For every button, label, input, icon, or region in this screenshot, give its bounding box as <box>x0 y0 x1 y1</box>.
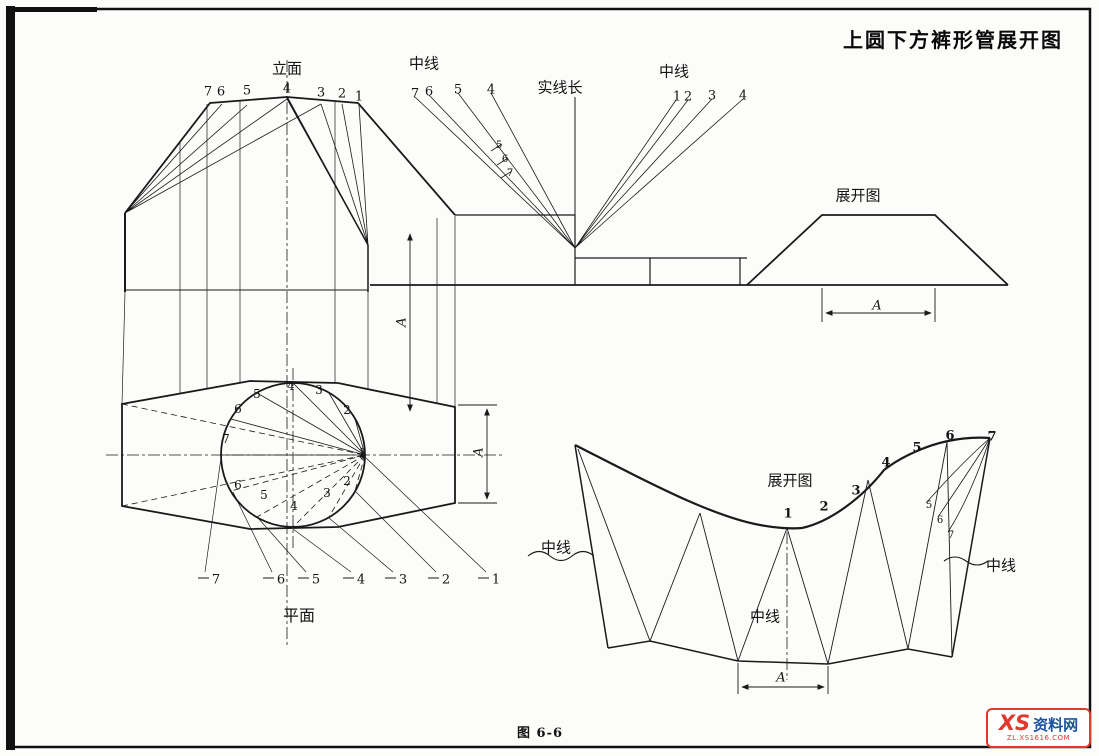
num-leader-3: 3 <box>398 572 408 588</box>
num-plan-7: 7 <box>222 432 230 446</box>
num-plan-top-4: 4 <box>287 379 295 393</box>
num-plan-top-5: 5 <box>253 387 261 401</box>
num-dev-2: 2 <box>819 499 829 515</box>
label-elevation: 立面 <box>271 59 303 78</box>
num-plan-bot-5: 5 <box>260 488 268 502</box>
num-plan-bot-3: 3 <box>323 486 331 500</box>
dim-a-elevation: A <box>394 317 410 327</box>
watermark-site-name: 资料网 <box>1033 716 1079 734</box>
num-elev-4: 4 <box>282 81 292 97</box>
num-mid-7: 7 <box>410 86 420 102</box>
dim-a-plan: A <box>471 447 487 457</box>
num-plan-top-3: 3 <box>315 383 323 397</box>
num-mid-small-7: 7 <box>506 168 514 179</box>
num-mid-small-6: 6 <box>501 154 509 165</box>
num-tl-3: 3 <box>707 88 717 104</box>
num-dev-small-5: 5 <box>925 500 933 511</box>
num-plan-top-2: 2 <box>343 403 351 417</box>
elevation-view-lines <box>121 60 456 645</box>
label-true-length: 实线长 <box>537 78 583 97</box>
num-dev-3: 3 <box>851 483 861 499</box>
num-plan-bot-6: 6 <box>234 478 242 492</box>
num-tl-1: 1 <box>672 89 682 105</box>
watermark-url: ZL.XS1616.COM <box>1006 734 1071 742</box>
num-elev-2: 2 <box>337 86 347 102</box>
num-leader-6: 6 <box>276 572 286 588</box>
num-elev-7: 7 <box>203 84 213 100</box>
num-leader-7: 7 <box>211 572 221 588</box>
label-development-top: 展开图 <box>835 186 881 205</box>
num-plan-bot-4: 4 <box>290 499 298 513</box>
num-dev-small-7: 7 <box>947 530 955 541</box>
page-title: 上圆下方裤形管展开图 <box>843 28 1063 52</box>
num-tl-2: 2 <box>683 89 693 105</box>
num-elev-1: 1 <box>354 89 364 105</box>
label-development-bottom: 展开图 <box>767 471 813 490</box>
true-length-fan-lines <box>414 92 744 285</box>
num-leader-1: 1 <box>491 572 501 588</box>
watermark-logo: XS <box>998 711 1031 735</box>
label-centerline-right: 中线 <box>985 556 1017 575</box>
dim-a-development: A <box>776 670 786 686</box>
num-mid-6: 6 <box>424 84 434 100</box>
band-and-trapezoid-lines <box>370 214 1009 286</box>
watermark-row: XS 资料网 <box>998 711 1079 735</box>
frame-border <box>6 6 1092 750</box>
dimension-lines <box>407 233 936 694</box>
label-centerline-bottom: 中线 <box>749 607 781 626</box>
num-mid-small-5: 5 <box>495 140 503 151</box>
label-centerline-top-right: 中线 <box>658 62 690 81</box>
num-dev-6: 6 <box>945 428 955 444</box>
label-plan: 平面 <box>282 606 316 625</box>
development-lines <box>527 436 991 680</box>
num-elev-5: 5 <box>242 83 252 99</box>
num-dev-4: 4 <box>881 455 891 471</box>
num-mid-4: 4 <box>486 82 496 98</box>
watermark: XS 资料网 ZL.XS1616.COM <box>986 708 1091 748</box>
label-centerline-left: 中线 <box>540 538 572 557</box>
num-plan-1: 1 <box>358 446 366 460</box>
num-plan-bot-2: 2 <box>343 474 351 488</box>
num-dev-1: 1 <box>783 506 793 522</box>
num-tl-4: 4 <box>738 88 748 104</box>
label-centerline-top-left: 中线 <box>408 54 440 73</box>
num-leader-5: 5 <box>311 572 321 588</box>
plan-view-lines <box>106 368 502 579</box>
num-dev-small-6: 6 <box>936 515 944 526</box>
num-dev-5: 5 <box>912 440 922 456</box>
num-leader-4: 4 <box>356 572 366 588</box>
dim-a-trapezoid: A <box>872 298 882 314</box>
num-dev-7: 7 <box>987 429 997 445</box>
figure-caption: 图 6-6 <box>516 726 564 741</box>
num-elev-3: 3 <box>316 85 326 101</box>
num-plan-top-6: 6 <box>234 402 242 416</box>
num-leader-2: 2 <box>441 572 451 588</box>
num-elev-6: 6 <box>216 84 226 100</box>
num-mid-5: 5 <box>453 82 463 98</box>
